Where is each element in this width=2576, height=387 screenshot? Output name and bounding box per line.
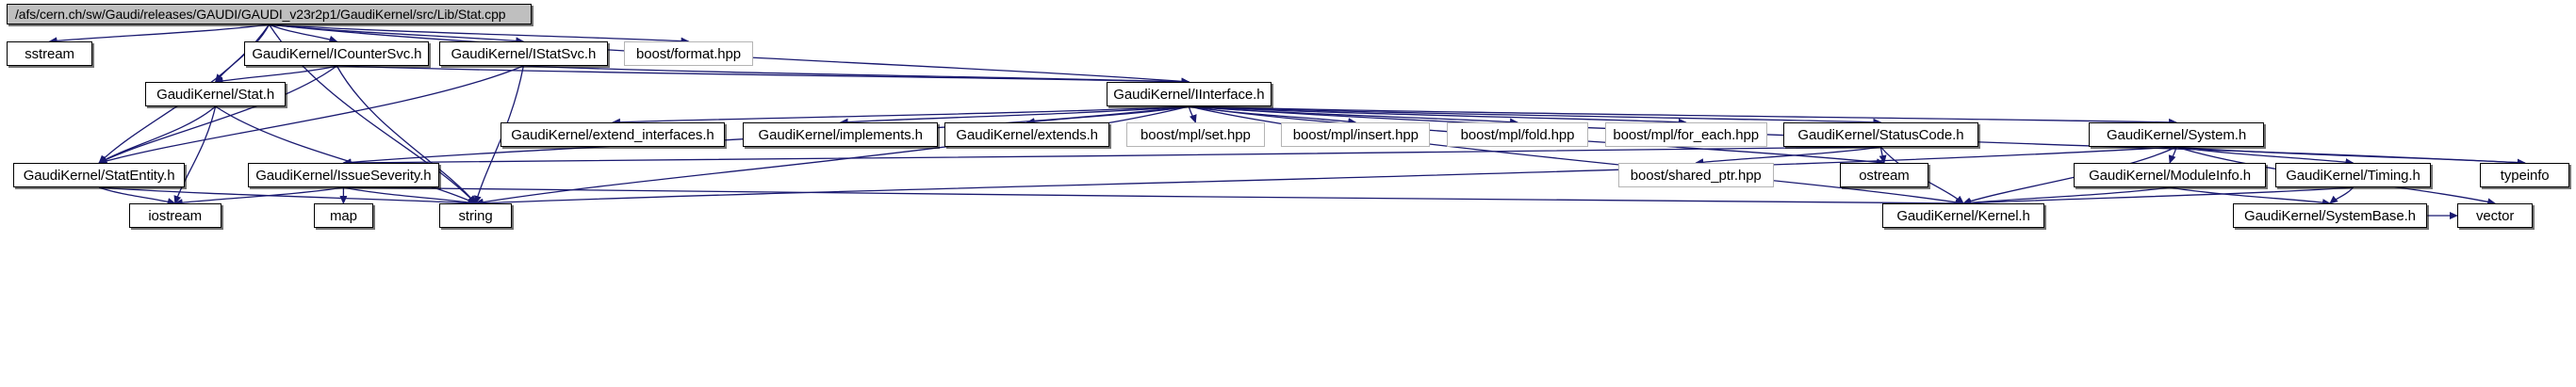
- graph-edge: [173, 105, 217, 204]
- graph-node-label: GaudiKernel/implements.h: [758, 126, 923, 143]
- graph-node-ostream[interactable]: ostream: [1839, 163, 1929, 187]
- graph-edge: [2329, 186, 2354, 204]
- graph-node-label: GaudiKernel/extend_interfaces.h: [511, 126, 714, 143]
- graph-node-iostream[interactable]: iostream: [128, 203, 222, 228]
- graph-node-label: boost/mpl/fold.hpp: [1460, 126, 1575, 143]
- graph-edge: [2175, 146, 2354, 167]
- graph-edge: [1188, 105, 1197, 123]
- graph-node-timing[interactable]: GaudiKernel/Timing.h: [2275, 163, 2431, 187]
- graph-node-label: string: [458, 207, 493, 224]
- graph-edge: [523, 65, 1190, 86]
- graph-node-kernel_h[interactable]: GaudiKernel/Kernel.h: [1882, 203, 2044, 228]
- graph-root-node[interactable]: /afs/cern.ch/sw/Gaudi/releases/GAUDI/GAU…: [7, 4, 533, 24]
- graph-edge: [336, 65, 1190, 86]
- graph-edge: [1695, 146, 1881, 167]
- graph-edge: [2175, 146, 2526, 167]
- graph-node-implements[interactable]: GaudiKernel/implements.h: [743, 122, 939, 147]
- graph-node-icountersvc[interactable]: GaudiKernel/ICounterSvc.h: [244, 41, 430, 66]
- graph-edge: [474, 105, 1190, 206]
- graph-node-extend_interfaces[interactable]: GaudiKernel/extend_interfaces.h: [500, 122, 726, 147]
- graph-node-string[interactable]: string: [439, 203, 513, 228]
- graph-node-mpl_insert[interactable]: boost/mpl/insert.hpp: [1281, 122, 1431, 147]
- graph-edge: [173, 186, 344, 207]
- graph-edge: [1189, 105, 2178, 126]
- graph-node-label: GaudiKernel/IssueSeverity.h: [255, 167, 432, 184]
- graph-edge: [611, 105, 1190, 126]
- graph-edge: [1962, 186, 2171, 207]
- graph-edge: [98, 186, 176, 205]
- graph-edge: [98, 105, 217, 164]
- graph-node-boost_format[interactable]: boost/format.hpp: [624, 41, 753, 66]
- graph-node-label: boost/mpl/for_each.hpp: [1613, 126, 1759, 143]
- graph-node-sstream[interactable]: sstream: [7, 41, 93, 66]
- graph-edge: [1189, 105, 1357, 126]
- graph-node-map[interactable]: map: [313, 203, 373, 228]
- graph-edge: [2168, 146, 2177, 164]
- graph-edge: [269, 24, 690, 45]
- graph-node-label: GaudiKernel/IInterface.h: [1113, 86, 1265, 103]
- graph-edge: [1189, 105, 1519, 126]
- graph-node-mpl_fold[interactable]: boost/mpl/fold.hpp: [1446, 122, 1589, 147]
- graph-node-iinterface[interactable]: GaudiKernel/IInterface.h: [1106, 82, 1272, 106]
- graph-edge: [839, 105, 1190, 126]
- graph-edge: [1025, 105, 1190, 126]
- graph-edge: [98, 65, 337, 164]
- graph-node-stat_h[interactable]: GaudiKernel/Stat.h: [145, 82, 287, 106]
- graph-edge: [48, 24, 270, 45]
- graph-edge: [269, 24, 525, 45]
- graph-node-label: GaudiKernel/ICounterSvc.h: [252, 45, 422, 62]
- graph-edge: [342, 146, 1881, 167]
- graph-edge: [1879, 146, 1887, 164]
- graph-node-label: GaudiKernel/Timing.h: [2286, 167, 2420, 184]
- graph-node-label: iostream: [148, 207, 203, 224]
- graph-node-label: GaudiKernel/extends.h: [956, 126, 1098, 143]
- graph-node-label: boost/mpl/set.hpp: [1140, 126, 1251, 143]
- graph-node-label: GaudiKernel/StatEntity.h: [23, 167, 175, 184]
- graph-edge: [98, 65, 524, 165]
- graph-edge: [1189, 105, 1687, 126]
- graph-node-systembase[interactable]: GaudiKernel/SystemBase.h: [2232, 203, 2428, 228]
- graph-node-statentity[interactable]: GaudiKernel/StatEntity.h: [13, 163, 186, 187]
- graph-edge: [1189, 105, 1965, 206]
- graph-edge: [99, 186, 477, 207]
- graph-node-shared_ptr[interactable]: boost/shared_ptr.hpp: [1617, 163, 1774, 187]
- graph-node-system_h[interactable]: GaudiKernel/System.h: [2089, 122, 2264, 147]
- graph-node-label: GaudiKernel/Kernel.h: [1896, 207, 2030, 224]
- graph-node-label: GaudiKernel/SystemBase.h: [2244, 207, 2416, 224]
- graph-node-label: sstream: [25, 45, 74, 62]
- graph-edge: [1189, 105, 1882, 126]
- graph-node-label: GaudiKernel/System.h: [2106, 126, 2247, 143]
- graph-node-istatsvc[interactable]: GaudiKernel/IStatSvc.h: [439, 41, 608, 66]
- graph-node-issueseverity[interactable]: GaudiKernel/IssueSeverity.h: [247, 163, 439, 187]
- graph-node-label: boost/shared_ptr.hpp: [1630, 167, 1762, 184]
- graph-node-moduleinfo[interactable]: GaudiKernel/ModuleInfo.h: [2074, 163, 2266, 187]
- graph-node-label: GaudiKernel/ModuleInfo.h: [2089, 167, 2251, 184]
- graph-edge: [214, 65, 337, 85]
- graph-node-label: vector: [2476, 207, 2515, 224]
- graph-node-label: map: [329, 207, 357, 224]
- graph-edge: [215, 105, 477, 204]
- graph-node-typeinfo[interactable]: typeinfo: [2480, 163, 2569, 187]
- graph-node-statuscode[interactable]: GaudiKernel/StatusCode.h: [1783, 122, 1978, 147]
- graph-node-label: GaudiKernel/StatusCode.h: [1797, 126, 1964, 143]
- graph-node-label: boost/mpl/insert.hpp: [1292, 126, 1419, 143]
- graph-node-label: GaudiKernel/IStatSvc.h: [451, 45, 597, 62]
- graph-node-mpl_for_each[interactable]: boost/mpl/for_each.hpp: [1604, 122, 1767, 147]
- graph-node-label: GaudiKernel/Stat.h: [156, 86, 275, 103]
- graph-node-vector[interactable]: vector: [2456, 203, 2534, 228]
- graph-node-extends[interactable]: GaudiKernel/extends.h: [944, 122, 1110, 147]
- graph-edge: [2169, 186, 2331, 207]
- graph-edge: [343, 186, 1965, 207]
- graph-node-mpl_set[interactable]: boost/mpl/set.hpp: [1125, 122, 1265, 147]
- graph-node-label: typeinfo: [2500, 167, 2550, 184]
- graph-edge: [269, 24, 338, 43]
- graph-node-label: /afs/cern.ch/sw/Gaudi/releases/GAUDI/GAU…: [15, 7, 506, 22]
- graph-edge: [343, 186, 477, 206]
- graph-edge: [1962, 186, 2354, 207]
- graph-node-label: ostream: [1859, 167, 1910, 184]
- graph-node-label: boost/format.hpp: [636, 45, 742, 62]
